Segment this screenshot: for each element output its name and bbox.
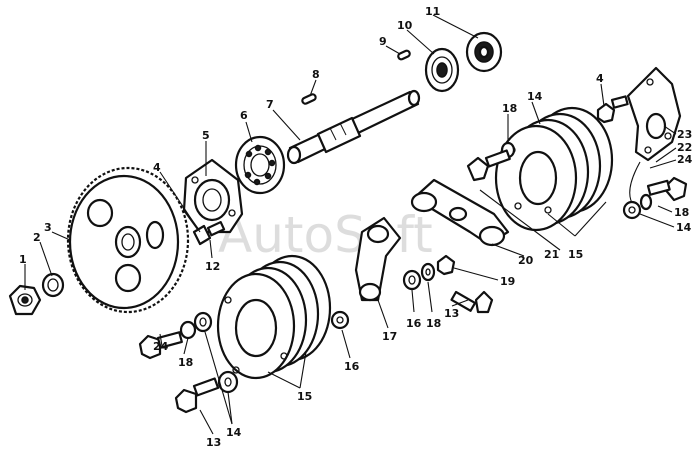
callout-16-lower: 16 — [344, 360, 360, 373]
callout-24-right: 24 — [677, 153, 693, 166]
callout-21: 21 — [544, 248, 559, 261]
part-17-lever — [354, 216, 402, 302]
callout-20: 20 — [518, 254, 534, 267]
part-20-pin — [448, 206, 468, 222]
callout-13-lower: 13 — [206, 436, 221, 449]
callout-3: 3 — [44, 221, 52, 234]
part-8-key — [301, 93, 317, 105]
part-bracket-right — [626, 66, 682, 162]
callout-1: 1 — [19, 253, 27, 266]
callout-24-lower: 24 — [153, 340, 169, 353]
leader-lines — [24, 14, 677, 435]
callout-22: 22 — [677, 141, 692, 154]
part-22-spring — [629, 161, 641, 207]
callout-18-upper: 18 — [502, 102, 517, 115]
part-13-bolt-lower — [174, 377, 220, 414]
part-2-washer — [41, 272, 65, 298]
callout-8: 8 — [312, 68, 320, 81]
callout-23: 23 — [677, 128, 692, 141]
callout-labels: 1 2 3 4 5 6 7 8 9 10 11 12 4 18 14 23 22… — [19, 5, 693, 449]
part-15-pulley-upper — [494, 106, 614, 232]
callout-5: 5 — [202, 129, 210, 142]
part-7-shaft — [286, 89, 421, 165]
callout-15-lower: 15 — [297, 390, 312, 403]
callout-4-left: 4 — [153, 161, 161, 174]
callout-14-right: 14 — [676, 221, 692, 234]
part-4-bolt-left — [192, 220, 226, 246]
part-4-bolt-right — [596, 95, 629, 124]
part-24-bolt-right — [646, 176, 688, 202]
callout-2: 2 — [33, 231, 41, 244]
callout-12: 12 — [205, 260, 220, 273]
callout-19: 19 — [500, 275, 515, 288]
callout-7: 7 — [266, 98, 274, 111]
callout-11: 11 — [425, 5, 440, 18]
part-1-nut — [8, 284, 42, 316]
part-16-washer-mid — [402, 269, 422, 291]
callout-17: 17 — [382, 330, 397, 343]
part-13-bolt-upper — [466, 149, 511, 182]
callout-14-upper: 14 — [527, 90, 543, 103]
watermark: AutoSoft — [218, 206, 433, 264]
part-18-washer-lower — [179, 320, 197, 340]
callout-10: 10 — [397, 19, 413, 32]
callout-6: 6 — [240, 109, 248, 122]
callout-16-mid: 16 — [406, 317, 422, 330]
part-5-flange — [182, 158, 244, 234]
part-9-key — [397, 49, 411, 61]
part-18-washer-mid — [420, 262, 436, 282]
part-15-pulley-lower — [216, 254, 332, 380]
callout-15-upper: 15 — [568, 248, 583, 261]
part-6-bearing — [234, 135, 286, 195]
part-11-bearing — [465, 31, 503, 73]
part-10-bearing — [424, 47, 460, 93]
part-18-washer-right — [639, 193, 653, 211]
part-16-washer-lower — [330, 310, 350, 330]
part-3-gear — [66, 166, 190, 314]
callout-18-mid: 18 — [426, 317, 441, 330]
part-24-bolt-lower — [138, 331, 183, 360]
callout-14-lower: 14 — [226, 426, 242, 439]
callout-13-mid: 13 — [444, 307, 459, 320]
callout-4-right: 4 — [596, 72, 604, 85]
part-19-nut — [436, 254, 456, 276]
part-14-washer-right — [622, 200, 642, 220]
callout-9: 9 — [379, 35, 387, 48]
callout-18-lower: 18 — [178, 356, 193, 369]
callout-18-right: 18 — [674, 206, 689, 219]
